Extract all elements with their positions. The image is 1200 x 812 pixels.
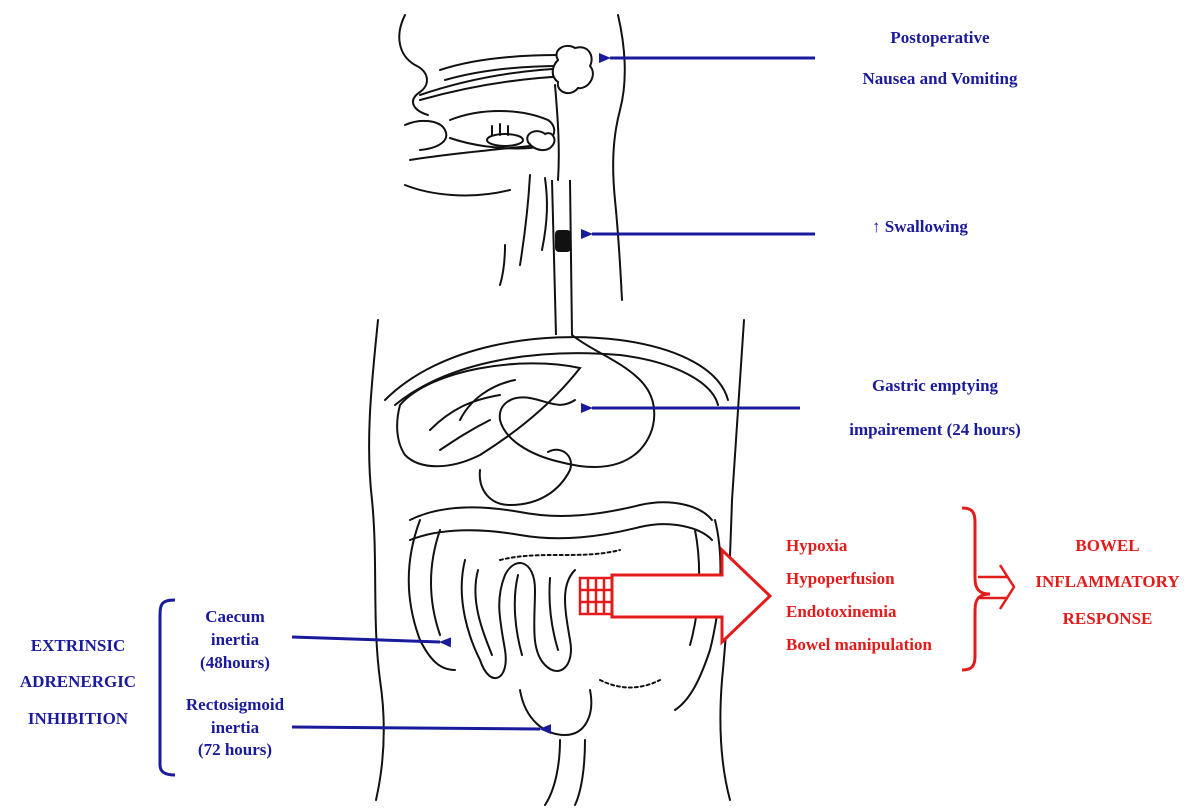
extrinsic-label-line1: EXTRINSIC — [30, 636, 126, 655]
anatomy-head — [398, 14, 626, 301]
esophageal-sphincter-shape — [555, 230, 571, 252]
rectosigmoid-label-line1: Rectosigmoid — [185, 695, 285, 714]
response-label-line1: BOWEL — [1075, 536, 1140, 555]
caecum-label-line2: inertia — [210, 630, 260, 649]
tonsil-shape — [526, 130, 556, 152]
ponv-label-line1: Postoperative — [890, 28, 990, 47]
factor-endotoxinemia: Endotoxinemia — [786, 602, 897, 621]
arrow-rectosigmoid — [291, 724, 552, 735]
right-brace — [961, 506, 991, 672]
small-red-arrow — [978, 564, 1016, 610]
anatomy-torso — [368, 319, 745, 806]
caecum-label-line3: (48hours) — [200, 653, 270, 672]
extrinsic-label-line2: ADRENERGIC — [19, 672, 137, 691]
vomiting-centre-shape — [551, 44, 594, 95]
left-brace — [158, 598, 176, 777]
esophagus — [551, 179, 573, 336]
factor-hypoxia: Hypoxia — [786, 536, 848, 555]
factor-hypoperfusion: Hypoperfusion — [786, 569, 895, 588]
response-label-line3: RESPONSE — [1062, 609, 1153, 628]
response-label-line2: INFLAMMATORY — [1035, 572, 1180, 591]
ponv-label-line2: Nausea and Vomiting — [862, 69, 1018, 88]
inflamed-bowel-segment — [578, 576, 614, 616]
swallowing-label: ↑ Swallowing — [872, 217, 968, 236]
extrinsic-label-line3: INHIBITION — [27, 709, 129, 728]
gastric-label-line2: impairement (24 hours) — [849, 420, 1021, 439]
gastric-label-line1: Gastric emptying — [871, 376, 999, 395]
rectosigmoid-label-line3: (72 hours) — [197, 740, 273, 759]
rectosigmoid-label-line2: inertia — [210, 718, 260, 737]
large-red-arrow — [610, 546, 773, 646]
factor-bowel-manipulation: Bowel manipulation — [786, 635, 932, 654]
caecum-label-line1: Caecum — [205, 607, 265, 626]
arrow-caecum — [291, 635, 452, 648]
blue-arrows — [291, 53, 815, 735]
